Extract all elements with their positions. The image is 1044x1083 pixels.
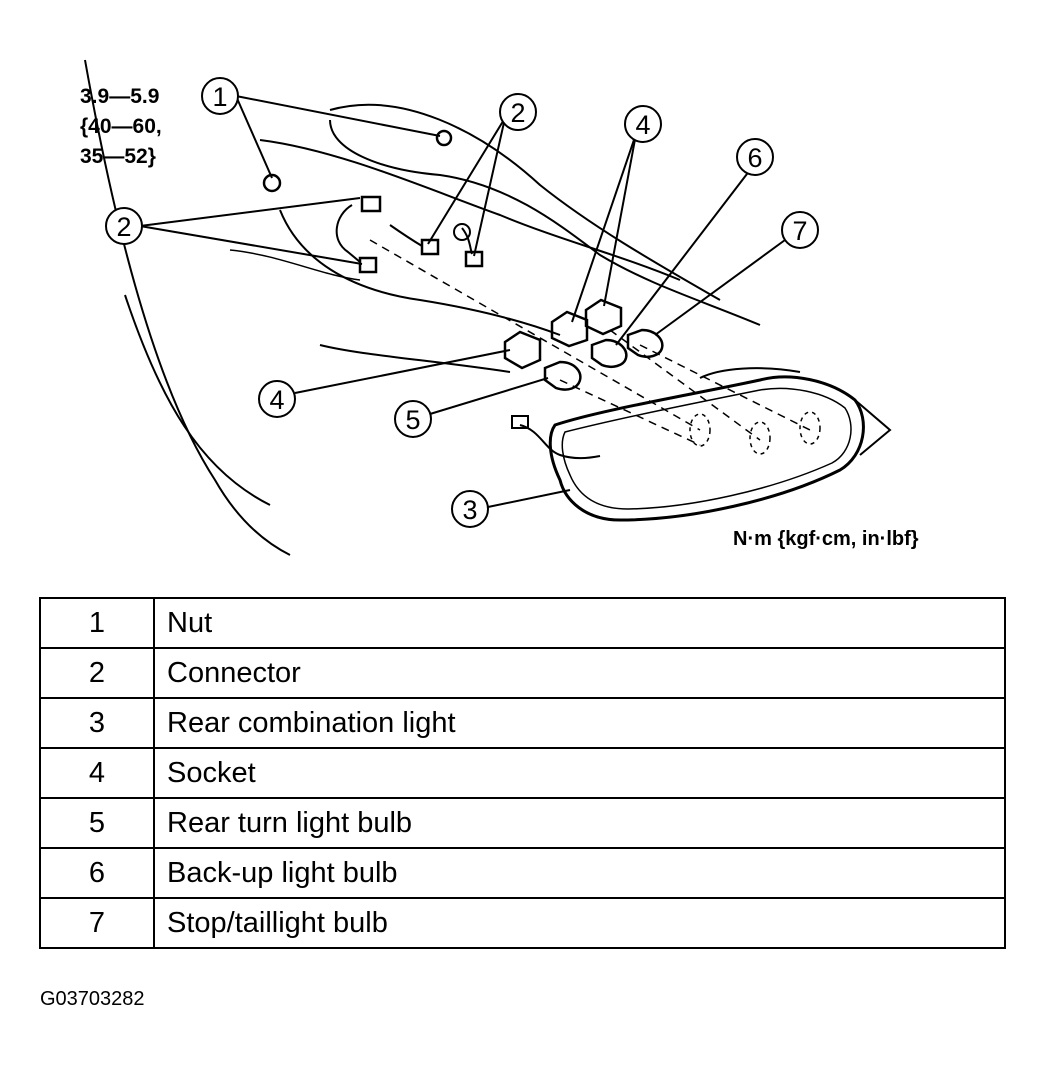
callout-7: 7 [792, 216, 807, 246]
bulb-icon [626, 328, 664, 358]
torque-spec-line: 35—52} [80, 145, 156, 168]
body-panel-outline [229, 249, 361, 281]
body-panel-outline [124, 294, 271, 506]
socket-icon [550, 310, 589, 348]
legend-desc: Rear combination light [153, 697, 1006, 749]
body-panel-outline [329, 119, 761, 326]
body-panel-outline [84, 59, 291, 556]
callout-4: 4 [269, 385, 284, 415]
unit-label: N·m {kgf·cm, in·lbf} [733, 528, 919, 550]
legend-desc: Connector [153, 647, 1006, 699]
callout-6: 6 [747, 143, 762, 173]
callout-4: 4 [635, 110, 650, 140]
callout-3: 3 [462, 495, 477, 525]
body-panel-outline [319, 344, 511, 373]
nut-icon [435, 129, 453, 147]
legend-num: 4 [39, 747, 155, 799]
body-panel-outline [329, 103, 721, 301]
bulb-icon [543, 360, 582, 391]
callout-1: 1 [212, 82, 227, 112]
body-panel-outline [259, 139, 681, 281]
rear-combination-light-housing [548, 375, 865, 522]
callout-5: 5 [405, 405, 420, 435]
figure-code: G03703282 [40, 988, 145, 1010]
legend-desc: Nut [153, 597, 1006, 649]
torque-spec-line: {40—60, [80, 115, 162, 138]
torque-spec-line: 3.9—5.9 [80, 85, 160, 108]
body-panel-outline [279, 209, 561, 336]
socket-icon [503, 330, 542, 370]
connector-icon [358, 256, 378, 274]
legend-num: 5 [39, 797, 155, 849]
legend-desc: Rear turn light bulb [153, 797, 1006, 849]
nut-icon [262, 173, 282, 193]
legend-num: 7 [39, 897, 155, 949]
legend-num: 1 [39, 597, 155, 649]
bulb-icon [590, 338, 628, 368]
legend-desc: Stop/taillight bulb [153, 897, 1006, 949]
callout-2: 2 [510, 98, 525, 128]
legend-num: 3 [39, 697, 155, 749]
connector-icon [360, 195, 382, 213]
callout-2: 2 [116, 212, 131, 242]
torque-spec: 3.9—5.9 {40—60, 35—52} [80, 82, 162, 172]
legend-num: 6 [39, 847, 155, 899]
legend-desc: Back-up light bulb [153, 847, 1006, 899]
socket-icon [584, 298, 623, 336]
exploded-view-diagram: 1 2 2 4 6 7 4 5 3 [84, 59, 892, 556]
legend-desc: Socket [153, 747, 1006, 799]
legend-num: 2 [39, 647, 155, 699]
